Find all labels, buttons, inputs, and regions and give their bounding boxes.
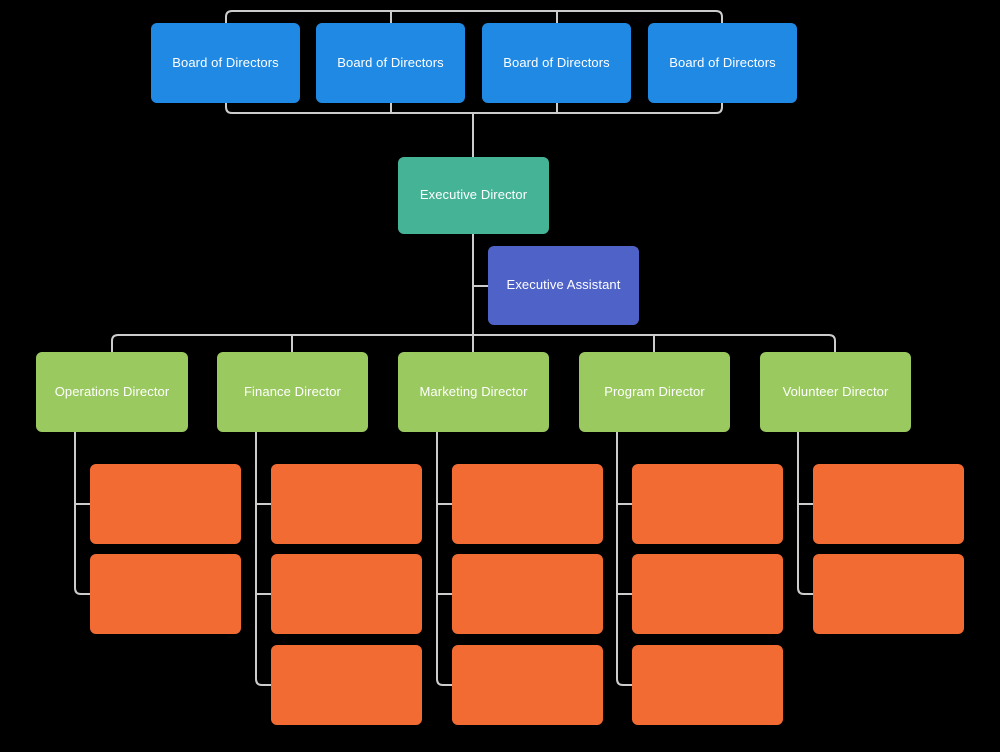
staff-trunk-dir-program	[616, 432, 632, 686]
org-node-staff-mkt-1[interactable]	[452, 464, 603, 544]
org-node-label: Operations Director	[54, 383, 170, 399]
staff-trunk-dir-volunteer	[797, 432, 813, 595]
org-node-dir-program[interactable]: Program Director	[579, 352, 730, 432]
org-node-label: Executive Assistant	[506, 277, 621, 293]
director-bus	[111, 334, 836, 352]
staff-trunk-dir-operations	[74, 432, 90, 595]
org-node-label: Board of Directors	[503, 54, 610, 70]
org-node-label: Marketing Director	[419, 383, 528, 399]
org-node-staff-fin-3[interactable]	[271, 645, 422, 725]
org-node-label: Board of Directors	[669, 54, 776, 70]
board-bottom-bus	[225, 103, 723, 114]
board-top-bus	[225, 10, 723, 23]
org-node-label: Board of Directors	[172, 54, 279, 70]
org-node-board-2[interactable]: Board of Directors	[316, 23, 465, 103]
org-node-dir-volunteer[interactable]: Volunteer Director	[760, 352, 911, 432]
org-node-board-4[interactable]: Board of Directors	[648, 23, 797, 103]
org-node-dir-finance[interactable]: Finance Director	[217, 352, 368, 432]
org-node-label: Executive Director	[419, 187, 528, 203]
org-node-exec-assistant[interactable]: Executive Assistant	[488, 246, 639, 325]
org-node-staff-ops-1[interactable]	[90, 464, 241, 544]
org-node-staff-mkt-3[interactable]	[452, 645, 603, 725]
org-node-exec-director[interactable]: Executive Director	[398, 157, 549, 234]
staff-trunk-dir-finance	[255, 432, 271, 686]
org-node-label: Volunteer Director	[782, 383, 889, 399]
staff-trunk-dir-marketing	[436, 432, 452, 686]
org-node-dir-marketing[interactable]: Marketing Director	[398, 352, 549, 432]
org-node-label: Program Director	[604, 383, 705, 399]
org-node-board-1[interactable]: Board of Directors	[151, 23, 300, 103]
org-node-staff-prg-2[interactable]	[632, 554, 783, 634]
org-node-board-3[interactable]: Board of Directors	[482, 23, 631, 103]
org-node-label: Finance Director	[244, 383, 341, 399]
org-node-dir-operations[interactable]: Operations Director	[36, 352, 188, 432]
org-node-staff-vol-1[interactable]	[813, 464, 964, 544]
org-node-staff-ops-2[interactable]	[90, 554, 241, 634]
org-node-staff-fin-1[interactable]	[271, 464, 422, 544]
org-node-staff-prg-1[interactable]	[632, 464, 783, 544]
org-node-label: Board of Directors	[337, 54, 444, 70]
org-node-staff-vol-2[interactable]	[813, 554, 964, 634]
org-node-staff-prg-3[interactable]	[632, 645, 783, 725]
org-node-staff-fin-2[interactable]	[271, 554, 422, 634]
org-node-staff-mkt-2[interactable]	[452, 554, 603, 634]
